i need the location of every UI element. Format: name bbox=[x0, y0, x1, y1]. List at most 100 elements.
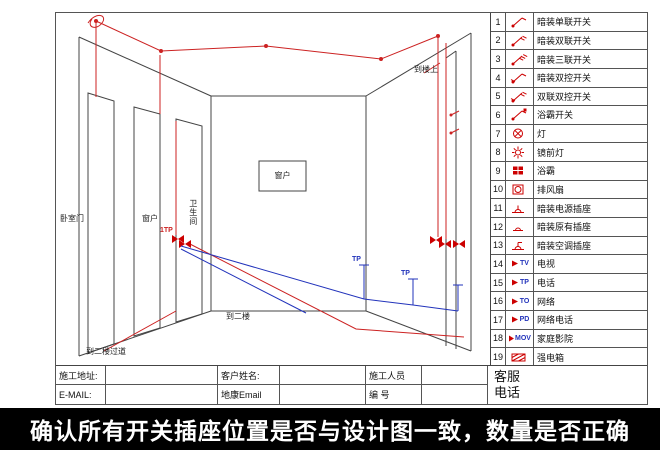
legend-item-label: 暗装电源插座 bbox=[537, 203, 592, 214]
legend-item-label: 暗装三联开关 bbox=[537, 54, 592, 65]
bathroom-label: 卫生间 bbox=[188, 199, 198, 226]
window-rect bbox=[258, 160, 307, 192]
dikang-email-label: 地康Email bbox=[218, 385, 280, 404]
bath-heater-switch-icon bbox=[506, 106, 534, 124]
side-window-label: 窗户 bbox=[142, 214, 158, 223]
legend-row: 13 暗装空调插座 bbox=[491, 236, 647, 256]
triple-switch-icon bbox=[506, 50, 534, 68]
email-value bbox=[106, 385, 218, 404]
lowvoltage-wiring-blue bbox=[180, 245, 463, 314]
right-wall-opening bbox=[445, 50, 457, 349]
double-switch-icon bbox=[506, 31, 534, 50]
legend-row: 8 镜前灯 bbox=[491, 143, 647, 162]
to-upstairs-label: 到楼上 bbox=[414, 65, 438, 74]
legend-row: 3 暗装三联开关 bbox=[491, 50, 647, 69]
to-second-floor-label: 到二楼 bbox=[226, 312, 250, 321]
bedroom-door-label: 卧室门 bbox=[60, 214, 84, 223]
double-two-way-switch-icon bbox=[506, 87, 534, 106]
network-phone-outlet-icon: PD bbox=[506, 311, 534, 329]
legend-item-number: 6 bbox=[491, 106, 506, 124]
tv-outlet-icon: TV bbox=[506, 255, 534, 273]
legend-item-label: 双联双控开关 bbox=[537, 91, 592, 102]
address-value bbox=[106, 366, 218, 385]
tp-label-1: TP bbox=[352, 256, 361, 263]
customer-name-label: 客户姓名: bbox=[218, 366, 280, 385]
legend-item-number: 7 bbox=[491, 124, 506, 143]
legend-row: 5 双联双控开关 bbox=[491, 87, 647, 107]
window-label: 窗户 bbox=[274, 171, 291, 180]
legend-item-label: 家庭影院 bbox=[537, 333, 574, 344]
legend-row: 9 浴霸 bbox=[491, 162, 647, 181]
legend-item-label: 镜前灯 bbox=[537, 147, 565, 158]
legend-item-label: 暗装原有插座 bbox=[537, 222, 592, 233]
phone-outlet-icon: TP bbox=[506, 273, 534, 292]
legend-item-number: 10 bbox=[491, 180, 506, 199]
to-corridor-label: 到二楼过道 bbox=[86, 347, 126, 356]
legend-row: 6 浴霸开关 bbox=[491, 106, 647, 125]
power-box-icon bbox=[506, 348, 534, 366]
legend-item-number: 18 bbox=[491, 329, 506, 348]
bath-heater-icon bbox=[506, 162, 534, 180]
legend-item-label: 暗装单联开关 bbox=[537, 17, 592, 28]
legend-item-number: 2 bbox=[491, 31, 506, 50]
lamp-icon bbox=[506, 124, 534, 143]
single-switch-icon bbox=[506, 13, 534, 31]
network-outlet-icon: TO bbox=[506, 292, 534, 310]
legend-item-number: 1 bbox=[491, 13, 506, 31]
number-value bbox=[422, 385, 488, 404]
legend-item-number: 3 bbox=[491, 50, 506, 68]
door-openings bbox=[87, 92, 203, 354]
home-theater-outlet-icon: MOV bbox=[506, 329, 534, 348]
legend-item-number: 5 bbox=[491, 87, 506, 106]
legend-item-label: 浴霸 bbox=[537, 166, 556, 177]
crew-value bbox=[422, 366, 488, 385]
power-socket-icon bbox=[506, 199, 534, 217]
legend-item-label: 暗装空调插座 bbox=[537, 240, 592, 251]
confirmation-banner-text: 确认所有开关插座位置是否与设计图一致，数量是否正确 bbox=[30, 418, 630, 444]
legend-item-number: 11 bbox=[491, 199, 506, 217]
title-block: 施工地址: 客户姓名: 施工人员 客服 电话 E-MAIL: 地康Email 编… bbox=[56, 365, 647, 404]
crew-label: 施工人员 bbox=[366, 366, 422, 385]
legend-item-number: 9 bbox=[491, 162, 506, 180]
legend-item-number: 4 bbox=[491, 68, 506, 87]
legend-item-number: 12 bbox=[491, 217, 506, 236]
legend-item-label: 暗装双联开关 bbox=[537, 35, 592, 46]
legend-item-number: 8 bbox=[491, 143, 506, 161]
legend-item-label: 浴霸开关 bbox=[537, 110, 574, 121]
existing-socket-icon bbox=[506, 217, 534, 236]
legend-item-label: 灯 bbox=[537, 129, 547, 140]
exhaust-fan-icon bbox=[506, 180, 534, 199]
legend-row: 11 暗装电源插座 bbox=[491, 199, 647, 218]
legend-item-number: 15 bbox=[491, 273, 506, 292]
service-phone-cell: 客服 电话 bbox=[488, 366, 647, 404]
address-label: 施工地址: bbox=[56, 366, 106, 385]
ac-socket-icon bbox=[506, 236, 534, 255]
drawing-sheet: 卧室门 窗户 卫生间 窗户 到楼上 到二楼 到二楼过道 TP TP 1TP 1 暗… bbox=[55, 12, 648, 405]
legend-item-number: 16 bbox=[491, 292, 506, 310]
plan-area: 卧室门 窗户 卫生间 窗户 到楼上 到二楼 到二楼过道 TP TP 1TP bbox=[56, 13, 489, 364]
legend-row: 2 暗装双联开关 bbox=[491, 31, 647, 51]
legend-item-label: 电视 bbox=[537, 259, 556, 270]
customer-name-value bbox=[280, 366, 366, 385]
floor-plan-drawing bbox=[78, 15, 472, 357]
dikang-email-value bbox=[280, 385, 366, 404]
legend-item-number: 13 bbox=[491, 236, 506, 255]
mirror-light-icon bbox=[506, 143, 534, 161]
legend-item-number: 19 bbox=[491, 348, 506, 366]
legend-item-number: 17 bbox=[491, 311, 506, 329]
tp-label-2: TP bbox=[401, 270, 410, 277]
number-label: 编 号 bbox=[366, 385, 422, 404]
legend-row: 12 暗装原有插座 bbox=[491, 217, 647, 237]
service-phone-line2: 电话 bbox=[494, 385, 521, 400]
confirmation-banner: 确认所有开关插座位置是否与设计图一致，数量是否正确 bbox=[0, 408, 660, 450]
